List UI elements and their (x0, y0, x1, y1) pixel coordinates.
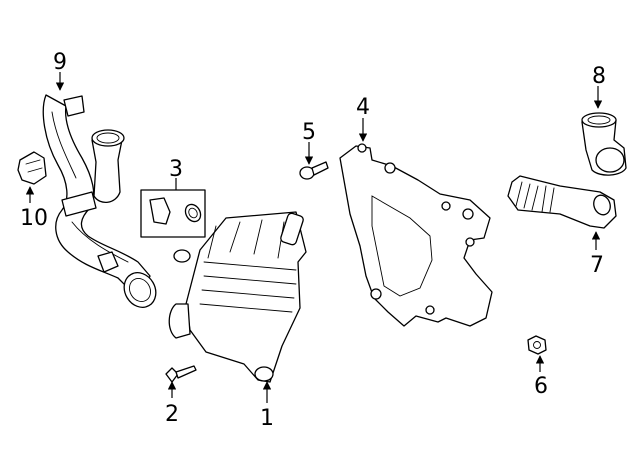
callout-9[interactable]: 9 (53, 50, 67, 75)
nut-part[interactable] (527, 335, 547, 355)
intake-hose-part[interactable] (42, 94, 162, 313)
callout-8[interactable]: 8 (592, 64, 606, 89)
intercooler-part[interactable] (168, 211, 307, 383)
pipe-stub-part[interactable] (91, 129, 125, 203)
callout-4[interactable]: 4 (356, 95, 370, 120)
callout-3[interactable]: 3 (169, 157, 183, 182)
sensor-kit-part[interactable] (140, 189, 206, 238)
bolt-upper-part[interactable] (299, 161, 329, 180)
callout-7[interactable]: 7 (590, 253, 604, 278)
mounting-bracket-part[interactable] (339, 143, 493, 327)
callout-2[interactable]: 2 (165, 402, 179, 427)
leader-lines (25, 72, 603, 403)
bolt-part[interactable] (165, 365, 197, 383)
callout-6[interactable]: 6 (534, 374, 548, 399)
outlet-pipe-part[interactable] (581, 112, 627, 176)
callout-1[interactable]: 1 (260, 406, 274, 431)
inlet-pipe-part[interactable] (507, 175, 617, 229)
callout-5[interactable]: 5 (302, 120, 316, 145)
callout-10[interactable]: 10 (20, 206, 48, 231)
callout-labels: 1 2 3 4 5 6 7 8 9 10 (20, 50, 606, 431)
sensor-part[interactable] (17, 151, 47, 185)
